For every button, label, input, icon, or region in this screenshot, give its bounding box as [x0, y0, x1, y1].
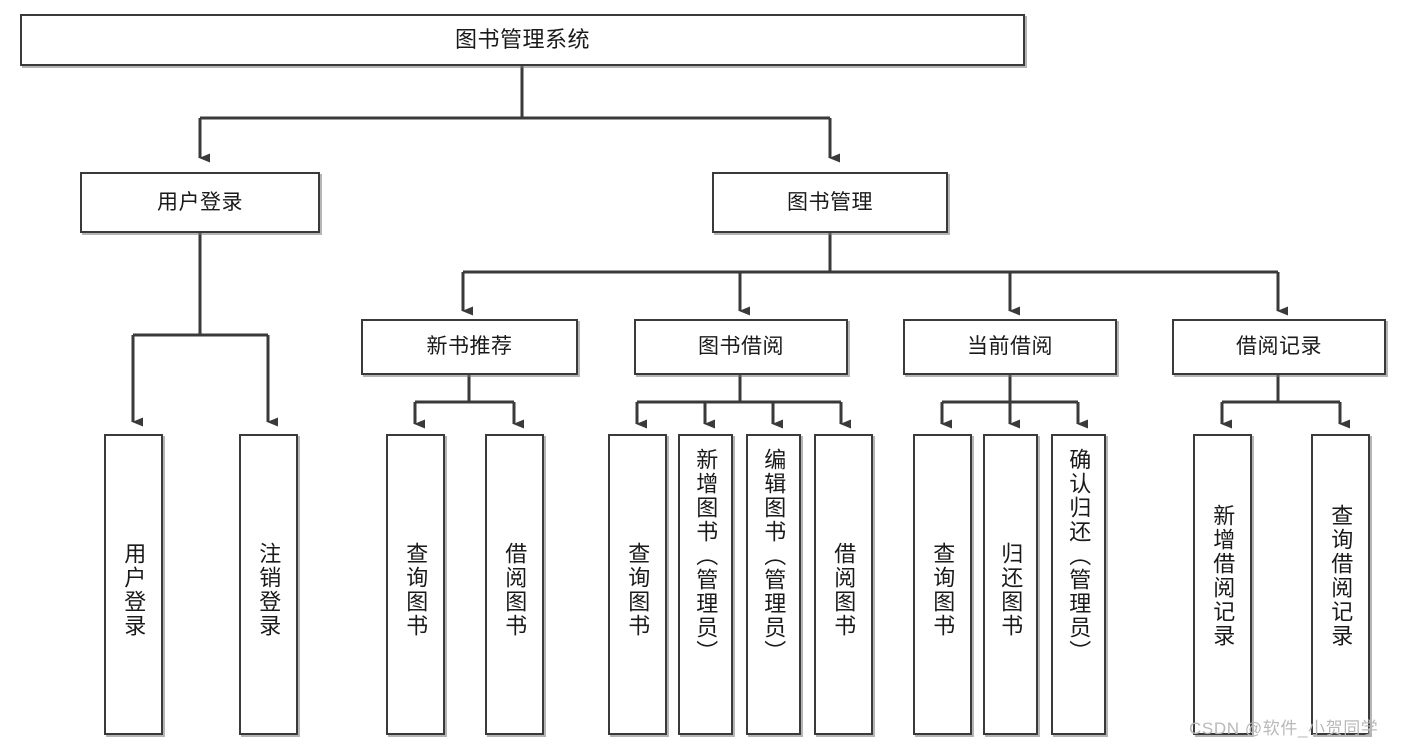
node-label: 归还图书 [998, 542, 1024, 638]
node-label: 当前借阅 [967, 335, 1053, 359]
leaf-logout-login[interactable]: 注销登录 [239, 434, 298, 735]
node-label: 用户登录 [157, 190, 243, 214]
node-label: 注销登录 [256, 542, 282, 638]
node-label: 用户登录 [121, 542, 147, 638]
node-label: 图书管理系统 [454, 26, 590, 52]
leaf-query-book-new-book[interactable]: 查询图书 [386, 434, 445, 735]
node-root-book-management-system[interactable]: 图书管理系统 [20, 14, 1025, 66]
leaf-add-borrow-record[interactable]: 新增借阅记录 [1193, 434, 1252, 735]
node-new-book-recommendation[interactable]: 新书推荐 [361, 319, 578, 375]
leaf-borrow-book-borrow[interactable]: 借阅图书 [814, 434, 873, 735]
node-label: 图书借阅 [698, 335, 784, 359]
node-current-borrow[interactable]: 当前借阅 [903, 319, 1117, 375]
leaf-borrow-book-new-book[interactable]: 借阅图书 [485, 434, 544, 735]
leaf-user-login[interactable]: 用户登录 [104, 434, 163, 735]
node-label: 图书管理 [787, 190, 873, 214]
leaf-return-book[interactable]: 归还图书 [983, 434, 1038, 735]
node-label: 编辑图书（管理员） [761, 448, 787, 664]
leaf-query-borrow-record[interactable]: 查询借阅记录 [1311, 434, 1370, 735]
leaf-add-book-admin[interactable]: 新增图书（管理员） [678, 434, 733, 735]
node-borrow-record[interactable]: 借阅记录 [1172, 319, 1386, 375]
node-label: 借阅记录 [1236, 335, 1322, 359]
node-label: 查询图书 [930, 542, 956, 638]
leaf-edit-book-admin[interactable]: 编辑图书（管理员） [746, 434, 801, 735]
node-label: 新书推荐 [426, 335, 513, 359]
node-label: 查询图书 [403, 542, 429, 638]
node-label: 查询借阅记录 [1328, 504, 1354, 648]
node-book-management[interactable]: 图书管理 [712, 172, 948, 233]
leaf-query-book-borrow[interactable]: 查询图书 [608, 434, 667, 735]
node-user-login[interactable]: 用户登录 [80, 172, 320, 233]
leaf-query-book-current[interactable]: 查询图书 [913, 434, 972, 735]
leaf-confirm-return-admin[interactable]: 确认归还（管理员） [1051, 434, 1106, 735]
node-label: 新增借阅记录 [1210, 504, 1236, 648]
node-label: 确认归还（管理员） [1066, 448, 1092, 664]
node-label: 查询图书 [625, 542, 651, 638]
node-label: 借阅图书 [502, 542, 528, 638]
node-label: 新增图书（管理员） [693, 448, 719, 664]
node-book-borrow[interactable]: 图书借阅 [634, 319, 848, 375]
node-label: 借阅图书 [831, 542, 857, 638]
